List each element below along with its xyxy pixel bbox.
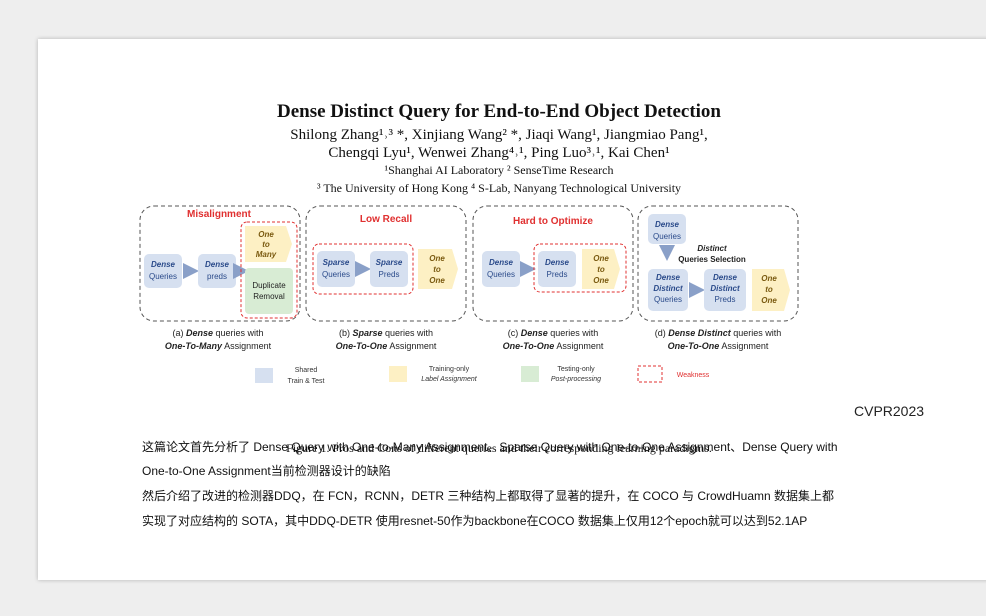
svg-text:Duplicate: Duplicate (252, 281, 286, 290)
svg-text:One: One (761, 296, 777, 305)
svg-text:Post-processing: Post-processing (551, 376, 601, 383)
panel-c: Hard to Optimize Dense Queries Dense Pre… (472, 205, 634, 351)
svg-text:Queries: Queries (487, 270, 515, 279)
svg-text:One: One (593, 254, 609, 263)
svg-text:Dense: Dense (545, 258, 570, 267)
svg-text:Weakness: Weakness (677, 372, 710, 379)
affiliations-line-1: ¹Shanghai AI Laboratory ² SenseTime Rese… (384, 163, 614, 177)
svg-text:One: One (429, 276, 445, 285)
paper-title: Dense Distinct Query for End-to-End Obje… (277, 101, 721, 122)
authors-line-2: Chengqi Lyu¹, Wenwei Zhang⁴˒¹, Ping Luo³… (328, 145, 670, 161)
panel-c-header: Hard to Optimize (513, 216, 593, 227)
affiliations-line-2: ³ The University of Hong Kong ⁴ S-Lab, N… (316, 181, 682, 195)
panel-c-caption-1: (c) Dense queries with (508, 328, 599, 338)
panel-a-caption-2: One-To-Many Assignment (165, 341, 272, 351)
svg-text:to: to (433, 265, 441, 274)
panel-d-dense-distinct-queries-box (648, 269, 688, 311)
panel-b-caption-2: One-To-One Assignment (336, 341, 437, 351)
svg-text:Train & Test: Train & Test (288, 378, 325, 385)
panel-a-caption-1: (a) Dense queries with (172, 328, 263, 338)
legend-swatch-testing-only (521, 366, 539, 382)
panel-d-one-to-one-box (752, 269, 790, 311)
svg-text:One: One (258, 230, 274, 239)
note-line-1: 这篇论文首先分析了 Dense Query with One-to-Many A… (142, 440, 838, 454)
svg-text:to: to (262, 240, 270, 249)
svg-text:One: One (761, 274, 777, 283)
figure-legend: Shared Train & Test Training-only Label … (255, 365, 710, 385)
venue-label: CVPR2023 (854, 403, 925, 419)
legend-swatch-shared (255, 368, 273, 383)
panel-b-header: Low Recall (360, 214, 412, 225)
panel-c-dense-preds-box (538, 251, 576, 287)
panel-b-caption-1: (b) Sparse queries with (339, 328, 433, 338)
svg-text:Shared: Shared (295, 367, 318, 374)
svg-text:Dense: Dense (713, 273, 738, 282)
panel-b-sparse-preds-box (370, 251, 408, 287)
panel-d-dense-distinct-preds-box (704, 269, 746, 311)
svg-text:Dense: Dense (205, 260, 230, 269)
svg-text:Sparse: Sparse (323, 258, 350, 267)
svg-text:Dense: Dense (655, 220, 680, 229)
note-line-3: 然后介绍了改进的检测器DDQ，在 FCN，RCNN，DETR 三种结构上都取得了… (142, 489, 835, 503)
panel-d-dense-queries-box (648, 214, 686, 244)
svg-text:Queries: Queries (322, 270, 350, 279)
panel-d: Dense Queries Distinct Queries Selection… (637, 205, 799, 351)
svg-text:Many: Many (256, 250, 277, 259)
svg-text:One: One (593, 276, 609, 285)
panel-d-selection-1: Distinct (697, 244, 727, 253)
figure-1: Misalignment Dense Queries Sparse Dense … (139, 205, 799, 385)
svg-text:Distinct: Distinct (710, 284, 740, 293)
panel-b: Low Recall Sparse Queries Sparse Preds O… (305, 205, 467, 351)
panel-d-selection-2: Queries Selection (678, 255, 746, 264)
svg-text:to: to (765, 285, 773, 294)
svg-text:to: to (597, 265, 605, 274)
panel-a-one-to-many-box (245, 226, 292, 262)
note-line-2: One-to-One Assignment当前检测器设计的缺陷 (142, 464, 391, 478)
svg-text:Preds: Preds (715, 295, 736, 304)
svg-text:Label Assignment: Label Assignment (421, 376, 477, 383)
svg-text:Sparse: Sparse (376, 258, 403, 267)
panel-a: Misalignment Dense Queries Sparse Dense … (139, 205, 301, 351)
svg-text:Dense: Dense (151, 260, 176, 269)
svg-text:Testing-only: Testing-only (557, 366, 595, 373)
svg-text:Preds: Preds (379, 270, 400, 279)
svg-text:Queries: Queries (653, 232, 681, 241)
note-line-4: 实现了对应结构的 SOTA，其中DDQ-DETR 使用resnet-50作为ba… (142, 514, 808, 528)
panel-b-sparse-queries-box (317, 251, 355, 287)
panel-a-header: Misalignment (187, 209, 252, 220)
svg-text:Dense: Dense (656, 273, 681, 282)
svg-text:Dense: Dense (489, 258, 514, 267)
svg-text:Queries: Queries (149, 272, 177, 281)
panel-a-dense-preds-box (198, 254, 236, 288)
panel-c-dense-queries-box (482, 251, 520, 287)
legend-swatch-training-only (389, 366, 407, 382)
figure-caption: Figure 1. Pros and Cons of different que… (286, 441, 712, 455)
panel-d-caption-2: One-To-One Assignment (668, 341, 769, 351)
svg-text:Training-only: Training-only (429, 366, 470, 373)
panel-a-duplicate-removal-box (245, 268, 293, 314)
paper-page: Dense Distinct Query for End-to-End Obje… (38, 39, 986, 580)
svg-text:preds: preds (207, 272, 227, 281)
panel-a-dense-queries-box (144, 254, 182, 288)
authors-line-1: Shilong Zhang¹˒³ *, Xinjiang Wang² *, Ji… (290, 127, 708, 143)
panel-c-one-to-one-box (582, 249, 620, 289)
svg-text:Preds: Preds (547, 270, 568, 279)
panel-b-one-to-one-box (418, 249, 458, 289)
svg-text:Queries: Queries (654, 295, 682, 304)
svg-text:One: One (429, 254, 445, 263)
panel-c-caption-2: One-To-One Assignment (503, 341, 604, 351)
svg-text:Distinct: Distinct (653, 284, 683, 293)
panel-d-caption-1: (d) Dense Distinct queries with (655, 328, 782, 338)
svg-text:Removal: Removal (253, 292, 285, 301)
legend-swatch-weakness (637, 365, 663, 383)
